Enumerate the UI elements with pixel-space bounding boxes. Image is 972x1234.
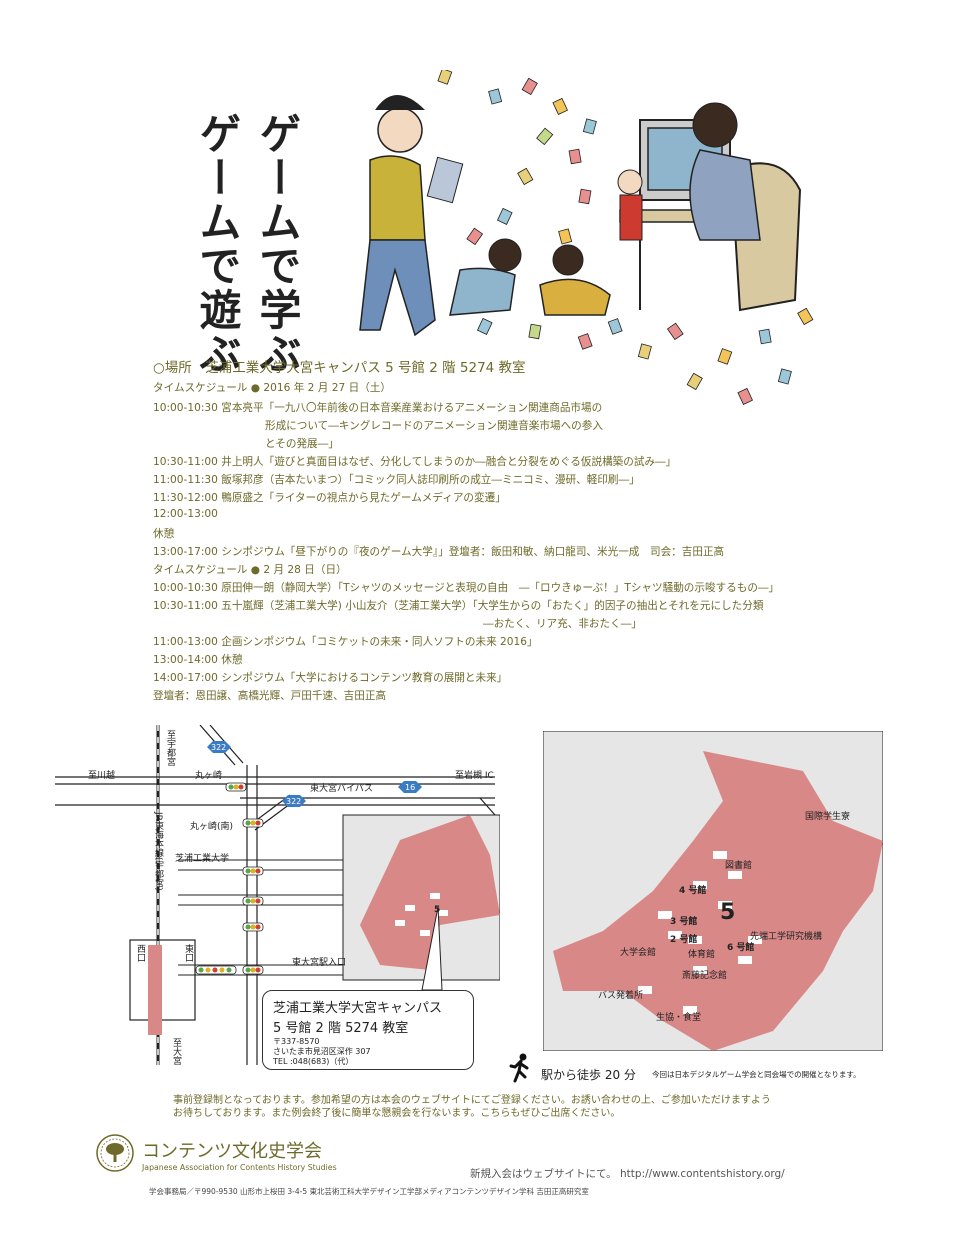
campus-b2: 2 号館 <box>670 935 698 945</box>
illustration-family-gaming <box>359 70 814 405</box>
label-nishiguchi: 西口 <box>135 944 145 962</box>
address-line: 〒337-8570 <box>273 1037 320 1046</box>
campus-b6: 6 号館 <box>727 943 755 953</box>
label-utsunomiya: 至宇都宮 <box>165 730 175 766</box>
label-shibaura: 芝浦工業大学 <box>175 854 230 864</box>
label-omiya: 至大宮 <box>171 1038 181 1065</box>
schedule-line: 14:00-17:00 シンポジウム「大学におけるコンテンツ教育の展開と未来」 <box>153 672 508 684</box>
schedule-line: とその発展―」 <box>265 438 339 450</box>
label-jr-line: JR東海本線(宇都宮) <box>153 812 163 891</box>
notice-line: 事前登録制となっております。参加希望の方は本会のウェブサイトにてご登録ください。… <box>173 1095 771 1106</box>
schedule-line: 11:00-13:00 企画シンポジウム「コミケットの未来・同人ソフトの未来 2… <box>153 636 538 648</box>
address-box: 芝浦工業大学大宮キャンパス 5 号館 2 階 5274 教室 〒337-8570… <box>262 990 474 1070</box>
schedule-line: 11:00-11:30 飯塚邦彦（吉本たいまつ）「コミック同人誌印刷所の成立―ミ… <box>153 474 640 486</box>
walking-person-icon <box>509 1053 529 1083</box>
schedule-line: ―おたく、リア充、非おたく―」 <box>483 618 642 630</box>
campus-toshokan: 図書館 <box>725 861 753 871</box>
schedule-line: 登壇者：恩田譲、高橋光輝、戸田千速、吉田正高 <box>153 690 387 702</box>
campus-b4: 4 号館 <box>679 886 707 896</box>
schedule-line: 10:30-11:00 五十嵐輝（芝浦工業大学) 小山友介（芝浦工業大学）「大学… <box>153 600 764 612</box>
campus-sentan: 先端工学研究機構 <box>750 932 823 942</box>
label-kawagoe: 至川越 <box>88 771 116 781</box>
label-marugasaki-minami: 丸ヶ崎(南) <box>190 822 234 832</box>
address-line: さいたま市見沼区深作 307 <box>273 1047 371 1056</box>
schedule-line: 13:00-14:00 休憩 <box>153 654 243 666</box>
org-logo-icon <box>96 1134 134 1172</box>
schedule-line: タイムスケジュール ● 2016 年 2 月 27 日（土） <box>153 382 391 394</box>
schedule-line: 10:00-10:30 宮本亮平「一九八〇年前後の日本音楽産業おけるアニメーショ… <box>153 402 603 414</box>
title-line1: ゲームで学ぶ <box>253 112 302 376</box>
campus-daigakukaikan: 大学会館 <box>620 948 657 958</box>
label-higashiguchi: 東口 <box>183 944 193 962</box>
venue-line: ○場所 芝浦工業大学大宮キャンパス 5 号館 2 階 5274 教室 <box>153 360 526 376</box>
walk-time: 駅から徒歩 20 分 <box>541 1068 636 1082</box>
footer-address: 学会事務局／〒990-9530 山形市上桜田 3-4-5 東北芸術工科大学デザイ… <box>149 1187 589 1196</box>
campus-seikyo: 生協・食堂 <box>656 1013 702 1023</box>
walk-note: 今回は日本デジタルゲーム学会と同会場での開催となります。 <box>652 1070 861 1079</box>
address-line: 5 号館 2 階 5274 教室 <box>273 1021 409 1036</box>
campus-saito: 斎藤記念館 <box>682 971 728 981</box>
schedule-line: 13:00-17:00 シンポジウム「昼下がりの『夜のゲーム大学』」登壇者：飯田… <box>153 546 725 558</box>
label-marugasaki: 丸ヶ崎 <box>195 771 223 781</box>
label-iwatsuki: 至岩槻 IC <box>455 771 494 781</box>
campus-map <box>543 731 883 1051</box>
label-bypass: 東大宮バイパス <box>310 784 373 794</box>
address-line: TEL :048(683)（代） <box>273 1057 354 1066</box>
campus-kokusai: 国際学生寮 <box>805 812 851 822</box>
schedule-line: 休憩 <box>153 528 175 540</box>
campus-taiikukan: 体育館 <box>688 950 716 960</box>
notice: 事前登録制となっております。参加希望の方は本会のウェブサイトにてご登録ください。… <box>173 1094 813 1120</box>
schedule-line: 11:30-12:00 鴨原盛之「ライターの視点から見たゲームメディアの変遷」 <box>153 492 506 504</box>
title-line2: ゲームで遊ぶ <box>193 112 242 376</box>
access-map <box>55 725 500 1065</box>
org-name-en: Japanese Association for Contents Histor… <box>142 1163 337 1172</box>
schedule-line: 10:30-11:00 井上明人「遊びと真面目はなぜ、分化してしまうのか―融合と… <box>153 456 677 468</box>
schedule-line: 形成について―キングレコードのアニメーション関連音楽市場への参入 <box>265 420 603 432</box>
new-member-link[interactable]: 新規入会はウェブサイトにて。 http://www.contentshistor… <box>470 1168 785 1180</box>
org-name: コンテンツ文化史学会 <box>142 1141 322 1162</box>
address-line: 芝浦工業大学大宮キャンパス <box>273 1001 443 1016</box>
notice-line: お待ちしております。また例会終了後に簡単な懇親会を行ないます。こちらもぜひご出席… <box>173 1108 621 1119</box>
label-station-entrance: 東大宮駅入口 <box>292 958 347 968</box>
campus-bus: バス発着所 <box>598 991 644 1001</box>
schedule-line: 12:00-13:00 <box>153 508 218 520</box>
route-16-shield: 16 <box>405 783 416 792</box>
schedule-line: 10:00-10:30 原田伸一朗（静岡大学）「Tシャツのメッセージと表現の自由… <box>153 582 780 594</box>
campus-b3: 3 号館 <box>670 917 698 927</box>
campus-b5: 5 <box>720 900 736 925</box>
route-322-shield: 322 <box>211 743 227 752</box>
schedule-line: タイムスケジュール ● 2 月 28 日（日） <box>153 564 347 576</box>
label-building5: 5 <box>434 905 441 915</box>
route-322-shield: 322 <box>286 797 302 806</box>
